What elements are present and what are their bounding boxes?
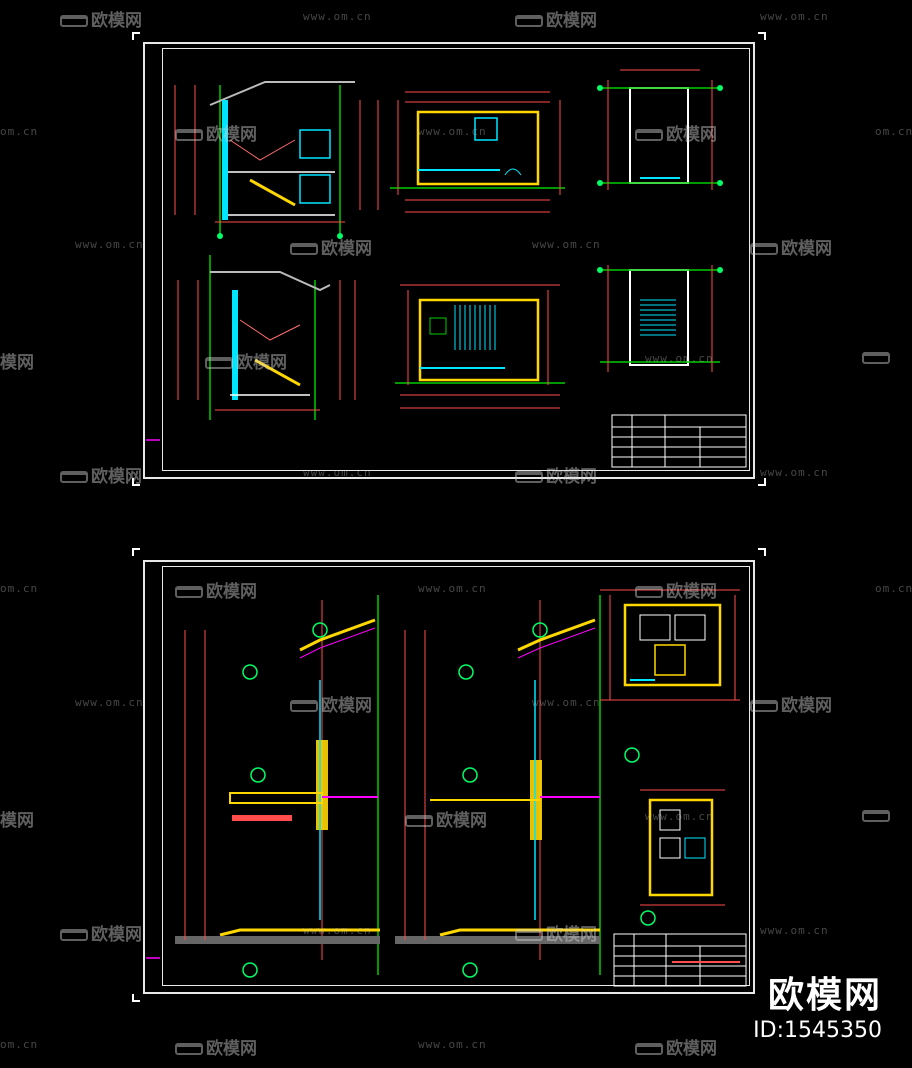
watermark-url: om.cn xyxy=(0,1038,39,1051)
brand-id: ID:1545350 xyxy=(753,1018,882,1043)
crop-mark xyxy=(132,994,140,1002)
wall-section-2 xyxy=(395,595,601,978)
watermark-url: www.om.cn xyxy=(303,10,372,23)
crop-mark xyxy=(132,548,140,556)
brand-watermark: 欧模网 ID:1545350 xyxy=(753,975,882,1045)
watermark-url: om.cn xyxy=(0,125,39,138)
stair-plan-lower xyxy=(395,284,565,409)
watermark-url: www.om.cn xyxy=(303,924,372,937)
watermark-logo: 模网 xyxy=(0,353,34,373)
watermark-url: www.om.cn xyxy=(760,466,829,479)
watermark-logo: 欧模网 xyxy=(750,234,832,259)
watermark-url: www.om.cn xyxy=(645,810,714,823)
drawing-sheet-1 xyxy=(143,42,755,479)
title-block-2 xyxy=(613,933,747,987)
watermark-url: om.cn xyxy=(875,125,912,138)
stair-plan-right-upper xyxy=(597,69,723,190)
watermark-logo xyxy=(862,806,893,826)
watermark-url: www.om.cn xyxy=(303,466,372,479)
watermark-logo: 欧模网 xyxy=(635,577,717,602)
crop-mark xyxy=(132,478,140,486)
watermark-url: om.cn xyxy=(0,582,39,595)
watermark-logo: 模网 xyxy=(0,811,34,831)
watermark-logo: 欧模网 xyxy=(60,462,142,487)
watermark-logo: 欧模网 xyxy=(60,6,142,31)
watermark-logo: 欧模网 xyxy=(635,120,717,145)
watermark-logo: 欧模网 xyxy=(515,920,597,945)
watermark-logo: 欧模网 xyxy=(175,1034,257,1059)
watermark-url: www.om.cn xyxy=(418,125,487,138)
watermark-url: www.om.cn xyxy=(760,924,829,937)
crop-mark xyxy=(758,32,766,40)
stair-section-upper xyxy=(174,81,379,239)
watermark-url: www.om.cn xyxy=(645,352,714,365)
crop-mark xyxy=(132,32,140,40)
brand-name: 欧模网 xyxy=(767,975,882,1016)
watermark-logo: 欧模网 xyxy=(290,691,372,716)
crop-mark xyxy=(758,478,766,486)
watermark-logo: 欧模网 xyxy=(635,1034,717,1059)
watermark-url: www.om.cn xyxy=(532,238,601,251)
watermark-url: om.cn xyxy=(875,582,912,595)
watermark-url: www.om.cn xyxy=(760,10,829,23)
watermark-url: www.om.cn xyxy=(75,696,144,709)
watermark-logo xyxy=(862,348,893,368)
watermark-logo: 欧模网 xyxy=(750,691,832,716)
stair-section-lower xyxy=(177,255,356,420)
wall-section-1 xyxy=(175,595,380,978)
watermark-url: www.om.cn xyxy=(75,238,144,251)
watermark-url: www.om.cn xyxy=(532,696,601,709)
drawing-sheet-1-inner-frame xyxy=(162,48,750,471)
watermark-logo: 欧模网 xyxy=(515,462,597,487)
restroom-plan-upper xyxy=(600,589,740,763)
watermark-logo: 欧模网 xyxy=(175,577,257,602)
restroom-plan-lower xyxy=(640,789,725,926)
watermark-url: www.om.cn xyxy=(418,582,487,595)
stair-plan-upper xyxy=(390,91,565,213)
drawing-sheet-2-inner-frame xyxy=(162,566,750,986)
watermark-logo: 欧模网 xyxy=(290,234,372,259)
watermark-logo: 欧模网 xyxy=(205,348,287,373)
watermark-url: www.om.cn xyxy=(418,1038,487,1051)
title-block-1 xyxy=(611,414,747,468)
watermark-logo: 欧模网 xyxy=(515,6,597,31)
drawing-sheet-2 xyxy=(143,560,755,994)
stair-plan-right-lower xyxy=(597,265,723,372)
crop-mark xyxy=(758,548,766,556)
watermark-logo: 欧模网 xyxy=(175,120,257,145)
watermark-logo: 欧模网 xyxy=(405,806,487,831)
watermark-logo: 欧模网 xyxy=(60,920,142,945)
